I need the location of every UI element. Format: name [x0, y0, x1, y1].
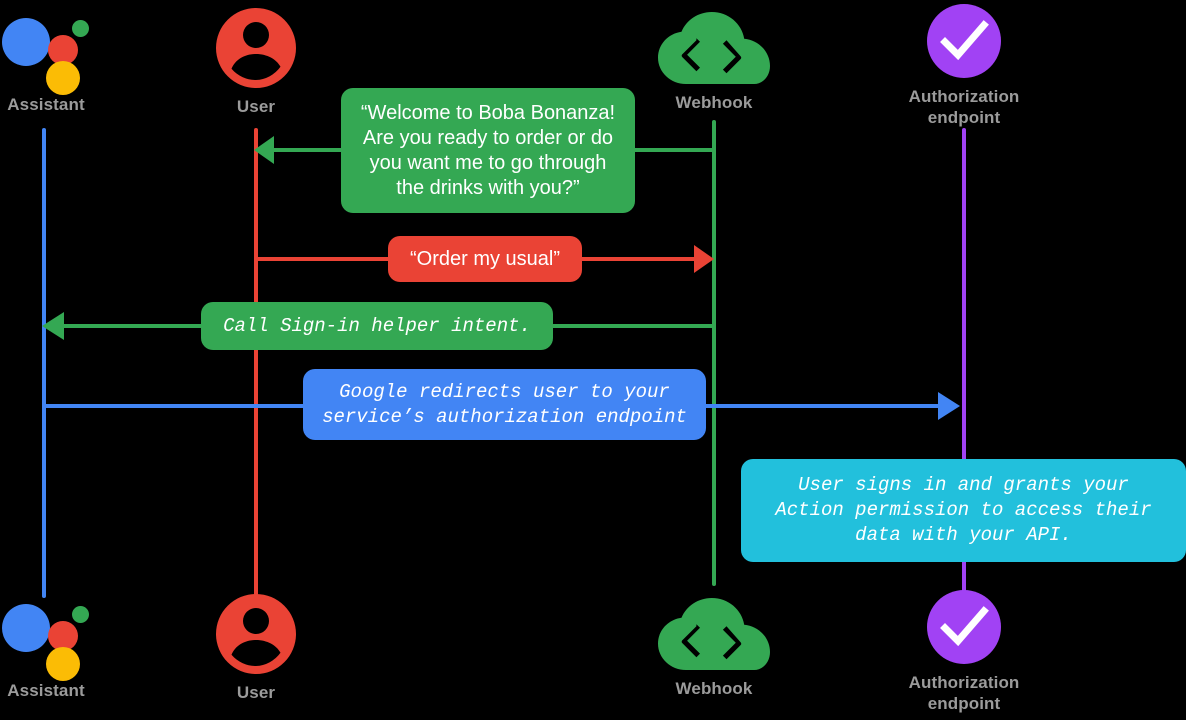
assistant-dot-green [72, 606, 89, 623]
actor-user-top: User [206, 8, 306, 117]
google-assistant-icon [0, 594, 92, 681]
actor-label-user: User [236, 97, 276, 116]
actor-auth-bottom: Authorization endpoint [874, 590, 1054, 714]
message-bubble-signin: Call Sign-in helper intent. [201, 302, 553, 350]
google-assistant-icon [0, 8, 92, 95]
lifeline-webhook [712, 120, 716, 586]
purple-check-circle-icon [927, 4, 1001, 78]
message-bubble-order: “Order my usual” [388, 236, 582, 282]
purple-check-circle-svg [927, 590, 1001, 664]
lifeline-auth [962, 128, 966, 594]
purple-check-circle-svg [927, 4, 1001, 78]
arrow-head-signin [42, 312, 64, 340]
actor-label-assistant: Assistant [7, 95, 85, 114]
actor-label-auth: Authorization endpoint [908, 673, 1020, 713]
user-avatar-icon [216, 594, 296, 674]
lifeline-assistant [42, 128, 46, 598]
user-avatar-svg [216, 594, 296, 674]
arrow-head-welcome [254, 136, 274, 164]
cloud-code-svg [658, 598, 770, 670]
actor-assistant-top: Assistant [0, 8, 92, 115]
arrow-head-redirect [938, 392, 960, 420]
user-avatar-svg [216, 8, 296, 88]
actor-label-user: User [236, 683, 276, 702]
assistant-dot-red [48, 35, 78, 65]
actor-webhook-bottom: Webhook [658, 598, 770, 699]
actor-webhook-top: Webhook [658, 12, 770, 113]
assistant-dot-red [48, 621, 78, 651]
assistant-dot-yellow [46, 61, 80, 95]
message-bubble-signs-in: User signs in and grants your Action per… [741, 459, 1186, 562]
actor-assistant-bottom: Assistant [0, 594, 92, 701]
purple-check-circle-icon [927, 590, 1001, 664]
actor-label-webhook: Webhook [675, 679, 753, 698]
actor-label-assistant: Assistant [7, 681, 85, 700]
lifeline-user [254, 128, 258, 598]
assistant-dot-yellow [46, 647, 80, 681]
cloud-code-svg [658, 12, 770, 84]
actor-auth-top: Authorization endpoint [874, 4, 1054, 128]
cloud-code-icon [658, 12, 770, 86]
user-avatar-icon [216, 8, 296, 88]
actor-user-bottom: User [206, 594, 306, 703]
cloud-code-icon [658, 598, 770, 672]
actor-label-auth: Authorization endpoint [908, 87, 1020, 127]
assistant-dot-green [72, 20, 89, 37]
actor-label-webhook: Webhook [675, 93, 753, 112]
assistant-dot-blue [2, 18, 50, 66]
assistant-dot-blue [2, 604, 50, 652]
message-bubble-redirect: Google redirects user to your service’s … [303, 369, 706, 440]
arrow-head-order [694, 245, 714, 273]
message-bubble-welcome: “Welcome to Boba Bonanza! Are you ready … [341, 88, 635, 213]
